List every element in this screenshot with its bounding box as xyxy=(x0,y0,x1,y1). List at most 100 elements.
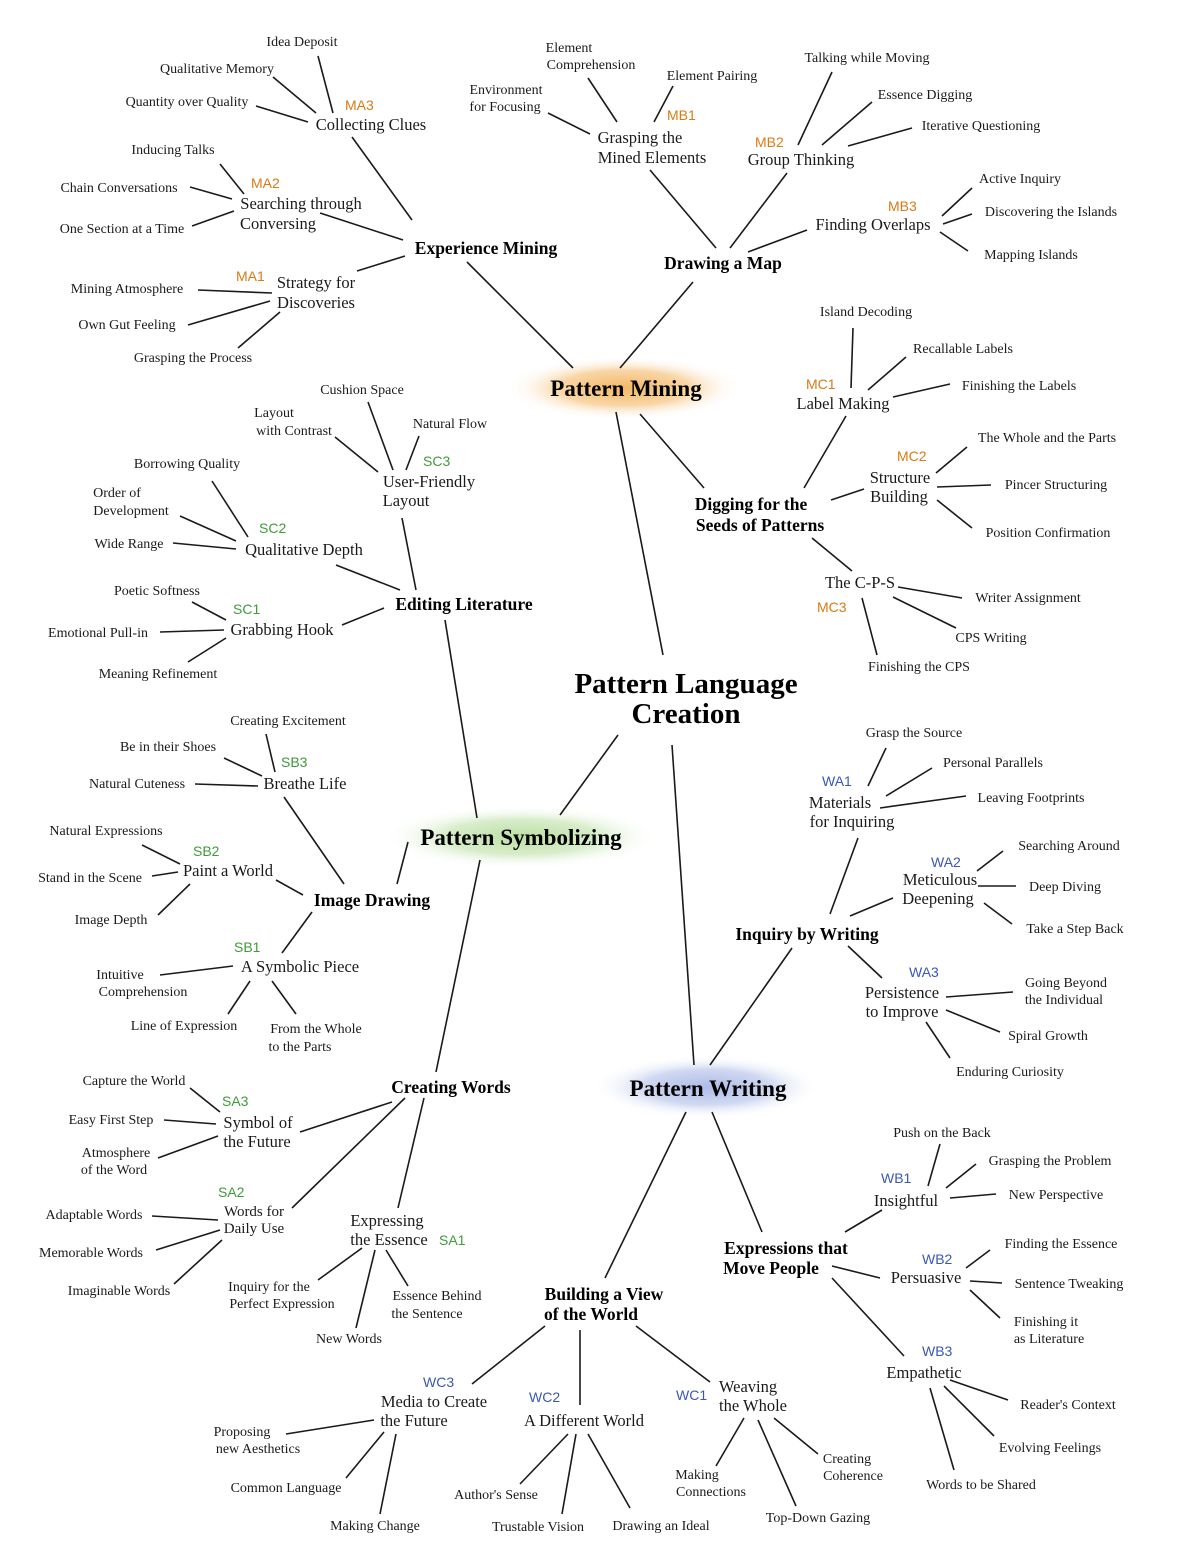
category-digging-line2: Seeds of Patterns xyxy=(696,515,825,535)
edge-ma3-c xyxy=(255,105,309,123)
edge-ma3-a xyxy=(317,55,334,114)
edge-mining-digging xyxy=(639,413,705,489)
leaf-creating-coherence-line2: Coherence xyxy=(823,1469,883,1484)
edge-mining-map xyxy=(619,281,694,369)
leaf-imaginable-words: Imaginable Words xyxy=(68,1284,170,1299)
leaf-proposing-aesthetics-line2: new Aesthetics xyxy=(216,1442,300,1457)
leaf-authors-sense: Author's Sense xyxy=(454,1488,538,1503)
code-SC1: SC1 xyxy=(233,601,260,617)
pattern-MC2-line2: Building xyxy=(870,487,928,506)
pattern-MA1-line1: Strategy for xyxy=(277,273,356,292)
edge-ma3-b xyxy=(272,76,317,114)
leaf-own-gut-feeling: Own Gut Feeling xyxy=(78,318,175,333)
edge-wa3-a xyxy=(945,991,1014,998)
edge-sb3-c xyxy=(194,783,259,787)
code-WA1: WA1 xyxy=(822,773,852,789)
edge-sb3-a xyxy=(265,733,276,773)
edge-inquiry-wa2 xyxy=(849,897,894,917)
edge-sc1-b xyxy=(159,629,225,633)
leaf-position-confirmation: Position Confirmation xyxy=(986,526,1111,541)
leaf-image-depth: Image Depth xyxy=(75,913,148,928)
edge-inquiry-wa1 xyxy=(829,837,859,915)
leaf-new-words: New Words xyxy=(316,1332,382,1347)
code-SA1: SA1 xyxy=(439,1232,466,1248)
pattern-MB3: Finding Overlaps xyxy=(815,215,930,234)
edge-root-writing xyxy=(671,744,695,1066)
edge-wb3-b xyxy=(943,1385,995,1437)
code-WB2: WB2 xyxy=(922,1251,953,1267)
edge-sa3-a xyxy=(189,1087,221,1113)
edge-wb1-c xyxy=(949,1193,997,1199)
pattern-MA2-line1: Searching through xyxy=(240,194,362,213)
leaf-readers-context: Reader's Context xyxy=(1020,1398,1116,1413)
edge-mc1-c xyxy=(892,383,951,398)
edge-writing-inquiry xyxy=(709,947,793,1066)
edge-wa1-c xyxy=(879,795,967,809)
leaf-proposing-aesthetics-line1: Proposing xyxy=(214,1425,271,1440)
codes-mining: MA1 MA2 MA3 MB1 MB2 MB3 MC1 MC2 MC3 xyxy=(236,97,927,615)
leaf-one-section-at-a-time: One Section at a Time xyxy=(60,222,184,237)
category-editing-literature: Editing Literature xyxy=(395,594,532,614)
edge-inquiry-wa3 xyxy=(847,945,883,979)
edge-wa2-c xyxy=(983,902,1013,925)
codes-writing: WA1 WA2 WA3 WB1 WB2 WB3 WC1 WC2 WC3 xyxy=(423,773,961,1405)
edge-map-mb2 xyxy=(729,172,788,249)
glow-pattern-writing xyxy=(592,1055,822,1119)
glow-pattern-symbolizing xyxy=(381,805,661,869)
leaf-adaptable-words: Adaptable Words xyxy=(46,1208,143,1223)
leaf-inquiry-perfect-expression-line1: Inquiry for the xyxy=(228,1280,310,1295)
edge-editing-sc3 xyxy=(401,517,417,591)
edge-sc2-a xyxy=(211,480,249,538)
edge-map-mb1 xyxy=(649,169,717,249)
edge-sa3-c xyxy=(157,1135,219,1159)
edge-building-wc3 xyxy=(471,1325,546,1385)
pattern-WA2-line2: Deepening xyxy=(902,889,973,908)
leaf-evolving-feelings: Evolving Feelings xyxy=(999,1441,1101,1456)
category-inquiry-by-writing: Inquiry by Writing xyxy=(735,924,879,944)
edge-building-wc1 xyxy=(635,1325,711,1383)
edge-expressions-wb1 xyxy=(844,1209,883,1233)
edge-sb1-c xyxy=(271,980,297,1015)
root-title-line1: Pattern Language xyxy=(574,668,797,700)
edge-wa1-a xyxy=(867,747,887,787)
edge-ma2-c xyxy=(191,210,235,227)
leaf-be-in-their-shoes: Be in their Shoes xyxy=(120,740,216,755)
leaf-memorable-words: Memorable Words xyxy=(39,1246,143,1261)
edge-mb3-c xyxy=(939,231,969,252)
edge-ma1-c xyxy=(237,311,281,349)
pattern-MB1-line1: Grasping the xyxy=(598,128,683,147)
edge-image-sb3 xyxy=(283,796,345,885)
leaf-line-of-expression: Line of Expression xyxy=(131,1019,238,1034)
edge-wc1-b xyxy=(757,1419,797,1507)
pattern-WB1: Insightful xyxy=(874,1191,939,1210)
edge-sb1-b xyxy=(227,980,251,1015)
pattern-WA3-line1: Persistence xyxy=(865,983,939,1002)
code-MB2: MB2 xyxy=(755,134,784,150)
edge-wa3-c xyxy=(925,1021,951,1059)
edge-expressions-wb2 xyxy=(831,1265,881,1279)
leaf-essence-behind-line2: the Sentence xyxy=(391,1307,462,1322)
leaf-personal-parallels: Personal Parallels xyxy=(943,756,1043,771)
leaf-going-beyond-line1: Going Beyond xyxy=(1025,976,1107,991)
edge-wb3-c xyxy=(929,1387,955,1471)
edge-wc3-c xyxy=(379,1433,397,1515)
leaf-natural-cuteness: Natural Cuteness xyxy=(89,777,185,792)
edge-editing-sc2 xyxy=(335,564,401,591)
category-drawing-a-map: Drawing a Map xyxy=(664,253,782,273)
edge-creating-sa3 xyxy=(299,1101,393,1133)
edge-sb1-a xyxy=(159,965,234,976)
edge-sc3-b xyxy=(334,436,379,473)
code-WB3: WB3 xyxy=(922,1343,953,1359)
edge-writing-building xyxy=(604,1111,687,1279)
leaf-cushion-space: Cushion Space xyxy=(320,383,404,398)
leaf-common-language: Common Language xyxy=(231,1481,342,1496)
leaf-searching-around: Searching Around xyxy=(1018,839,1119,854)
pattern-WA1-line2: for Inquiring xyxy=(810,812,895,831)
pattern-SC2: Qualitative Depth xyxy=(245,540,364,559)
pattern-WA2-line1: Meticulous xyxy=(903,870,977,889)
edge-sb2-b xyxy=(151,871,179,877)
edge-sa1-c xyxy=(385,1249,409,1287)
pattern-MA1-line2: Discoveries xyxy=(277,293,355,312)
edge-mb1-c xyxy=(547,112,591,135)
edge-digging-mc1 xyxy=(803,415,847,489)
